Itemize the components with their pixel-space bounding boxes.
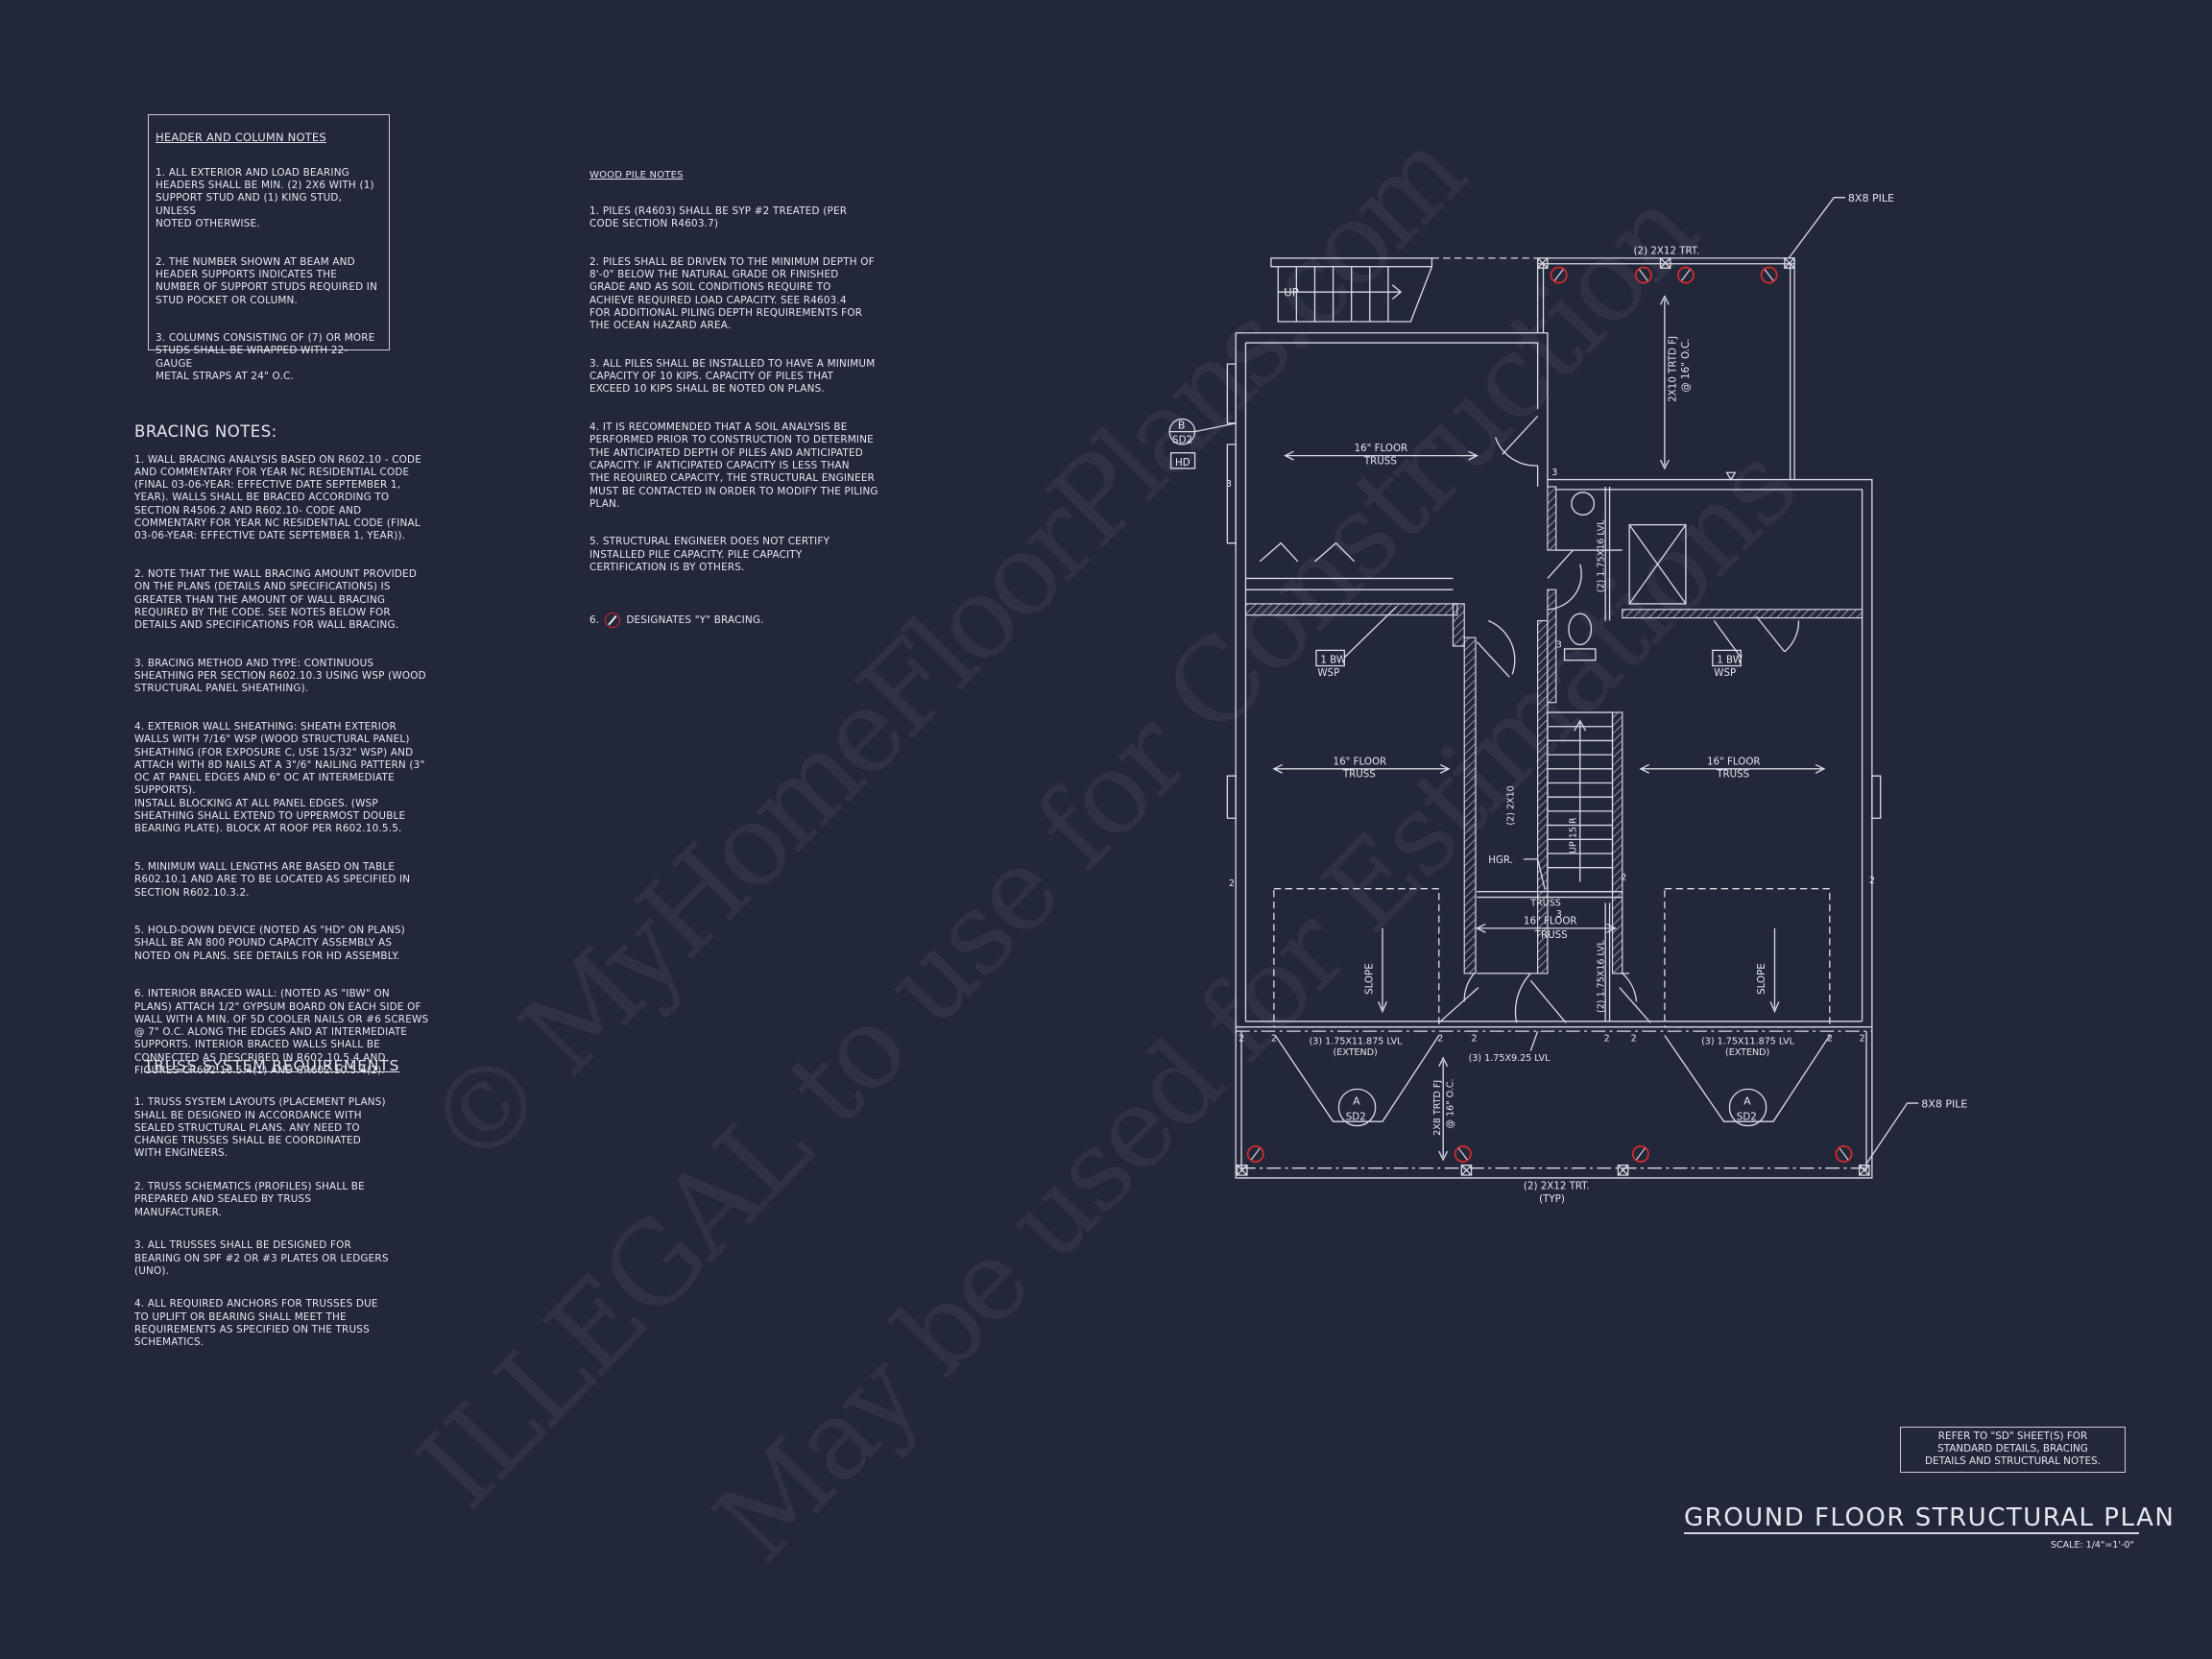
y-bracing-symbol-icon — [605, 612, 621, 628]
top-beam-label: (2) 2x12 TRT. — [1634, 245, 1700, 256]
drawing-title: GROUND FLOOR STRUCTURAL PLAN — [1684, 1503, 2176, 1534]
lvl-label: (2) 1.75x16 LVL — [1597, 519, 1607, 592]
stair-up-label: UP — [1284, 286, 1299, 300]
wsp-label: WSP — [1714, 667, 1736, 679]
stud-count: 3 — [1551, 468, 1557, 478]
porch-joist-spacing: @ 16" O.C. — [1445, 1078, 1455, 1128]
deck-joist-label: 2x10 TRTD FJ — [1668, 336, 1679, 402]
stud-count: 2 — [1271, 1033, 1277, 1044]
y-bracing-markers — [1246, 266, 1853, 1163]
stud-count: 2 — [1238, 1033, 1244, 1044]
slope-label: SLOPE — [1756, 963, 1767, 995]
floor-truss-label: TRUSS — [1342, 769, 1376, 781]
floor-truss-label: 16" FLOOR — [1524, 915, 1577, 926]
stud-count: 3 — [1226, 479, 1232, 490]
floor-truss-label: 16" FLOOR — [1707, 756, 1761, 767]
note-item: 4. IT IS RECOMMENDED THAT A SOIL ANALYSI… — [589, 421, 878, 510]
note-item: 4. EXTERIOR WALL SHEATHING: SHEATH EXTER… — [134, 720, 425, 835]
note-item: 2. PILES SHALL BE DRIVEN TO THE MINIMUM … — [589, 255, 875, 332]
stud-count: 2 — [1869, 876, 1875, 886]
pile-label-bottom: 8x8 PILE — [1921, 1097, 1967, 1110]
deck-joist-spacing: @ 16" O.C. — [1680, 339, 1692, 393]
porch-joist-label: 2x8 TRTD FJ — [1432, 1080, 1443, 1136]
truss-requirements: 1. TRUSS SYSTEM LAYOUTS (PLACEMENT PLANS… — [134, 1084, 466, 1370]
walls — [1168, 197, 1919, 1179]
section-a-letter: A — [1743, 1095, 1751, 1108]
stud-count: 2 — [1621, 873, 1626, 883]
bracing-notes-title: BRACING NOTES: — [134, 422, 277, 442]
stud-count: 2 — [1631, 1033, 1637, 1044]
hanger-label: HGR. — [1488, 854, 1513, 866]
note-item: 2. NOTE THAT THE WALL BRACING AMOUNT PRO… — [134, 567, 418, 632]
bottom-beam-typ: (TYP) — [1539, 1193, 1565, 1205]
bracing-notes: BRACING NOTES: 1. WALL BRACING ANALYSIS … — [134, 411, 466, 1103]
truss-requirements-title: TRUSS SYSTEM REQUIREMENTS — [144, 1057, 400, 1074]
floor-truss-label: 16" FLOOR — [1355, 443, 1408, 454]
header-2x10-label: (2) 2x10 — [1506, 785, 1517, 825]
extend-label: (EXTEND) — [1725, 1047, 1769, 1058]
section-b-letter: B — [1178, 420, 1186, 432]
lvl-center-label: (3) 1.75x9.25 LVL — [1469, 1053, 1551, 1064]
drawing-scale: SCALE: 1/4"=1'-0" — [2051, 1540, 2134, 1551]
note-item: 5. HOLD-DOWN DEVICE (NOTED AS "HD" ON PL… — [134, 925, 405, 962]
note-item: 3. ALL TRUSSES SHALL BE DESIGNED FOR BEA… — [134, 1239, 389, 1277]
floor-truss-label: TRUSS — [1534, 929, 1568, 941]
hold-down-label: HD — [1175, 457, 1190, 469]
bottom-beam-label: (2) 2x12 TRT. — [1524, 1181, 1590, 1192]
pile-markers — [1236, 257, 1870, 1176]
extend-label: (EXTEND) — [1334, 1047, 1378, 1058]
note-item: 3. COLUMNS CONSISTING OF (7) OR MORE STU… — [156, 332, 375, 383]
section-a-sheet: SD2 — [1737, 1112, 1757, 1123]
note-item: 1. PILES (R4603) SHALL BE SYP #2 TREATED… — [589, 204, 848, 230]
pile-label-top: 8x8 PILE — [1848, 192, 1894, 204]
stud-count: 3 — [1556, 639, 1562, 650]
stud-count: 2 — [1437, 1033, 1443, 1044]
stud-count: 2 — [1472, 1033, 1478, 1044]
section-a-sheet: SD2 — [1346, 1112, 1366, 1123]
wood-pile-notes-title: WOOD PILE NOTES — [589, 170, 684, 181]
note-item: 2. THE NUMBER SHOWN AT BEAM AND HEADER S… — [156, 255, 378, 306]
note-item: 6. INTERIOR BRACED WALL: (NOTED AS "IBW"… — [134, 988, 429, 1077]
floor-truss-label: 16" FLOOR — [1334, 756, 1387, 767]
note-item: 5. STRUCTURAL ENGINEER DOES NOT CERTIFY … — [589, 536, 830, 574]
note-item: 3. ALL PILES SHALL BE INSTALLED TO HAVE … — [589, 357, 876, 396]
stair-center-label: UP 15 R — [1568, 817, 1578, 854]
refer-note-box: REFER TO "SD" SHEET(S) FOR STANDARD DETA… — [1900, 1427, 2126, 1473]
floor-truss-label: TRUSS — [1716, 769, 1749, 781]
note-text: DESIGNATES "Y" BRACING. — [626, 613, 764, 626]
ibw-label: 1 BW — [1717, 655, 1743, 666]
note-item-6: 6. DESIGNATES "Y" BRACING. — [589, 600, 906, 628]
hatched-walls — [1244, 486, 1863, 974]
plan-labels: UP (2) 2x12 TRT. 8x8 PILE 2x10 TRTD FJ @… — [1172, 192, 1967, 1205]
stud-count: 2 — [1860, 1033, 1865, 1044]
stud-count: 3 — [1556, 909, 1562, 920]
lvl-extend-label: (3) 1.75x11.875 LVL — [1310, 1036, 1404, 1046]
floor-truss-label: TRUSS — [1363, 455, 1397, 467]
note-item: 5. MINIMUM WALL LENGTHS ARE BASED ON TAB… — [134, 860, 411, 899]
truss-label: TRUSS — [1529, 898, 1561, 908]
note-number: 6. — [589, 613, 600, 626]
header-column-notes-title: HEADER AND COLUMN NOTES — [156, 131, 326, 145]
note-item: 1. WALL BRACING ANALYSIS BASED ON R602.1… — [134, 453, 421, 542]
stud-count: 2 — [1827, 1033, 1833, 1044]
wood-pile-notes: WOOD PILE NOTES 1. PILES (R4603) SHALL B… — [589, 156, 906, 653]
note-item: 4. ALL REQUIRED ANCHORS FOR TRUSSES DUE … — [134, 1298, 378, 1349]
lvl-extend-label: (3) 1.75x11.875 LVL — [1701, 1036, 1795, 1046]
note-item: 2. TRUSS SCHEMATICS (PROFILES) SHALL BE … — [134, 1181, 365, 1218]
section-b-sheet: SD2 — [1172, 434, 1192, 445]
stud-count: 2 — [1229, 878, 1235, 889]
note-item: 1. ALL EXTERIOR AND LOAD BEARING HEADERS… — [156, 166, 374, 230]
note-item: 3. BRACING METHOD AND TYPE: CONTINUOUS S… — [134, 657, 426, 695]
lvl-label: (2) 1.75x16 LVL — [1597, 940, 1607, 1013]
wsp-label: WSP — [1317, 667, 1339, 679]
header-column-notes: HEADER AND COLUMN NOTES 1. ALL EXTERIOR … — [148, 114, 390, 382]
slope-label: SLOPE — [1364, 963, 1376, 995]
ibw-label: 1 BW — [1320, 655, 1346, 666]
section-a-letter: A — [1353, 1095, 1360, 1108]
note-item: 1. TRUSS SYSTEM LAYOUTS (PLACEMENT PLANS… — [134, 1096, 386, 1160]
stud-count: 2 — [1604, 1033, 1610, 1044]
